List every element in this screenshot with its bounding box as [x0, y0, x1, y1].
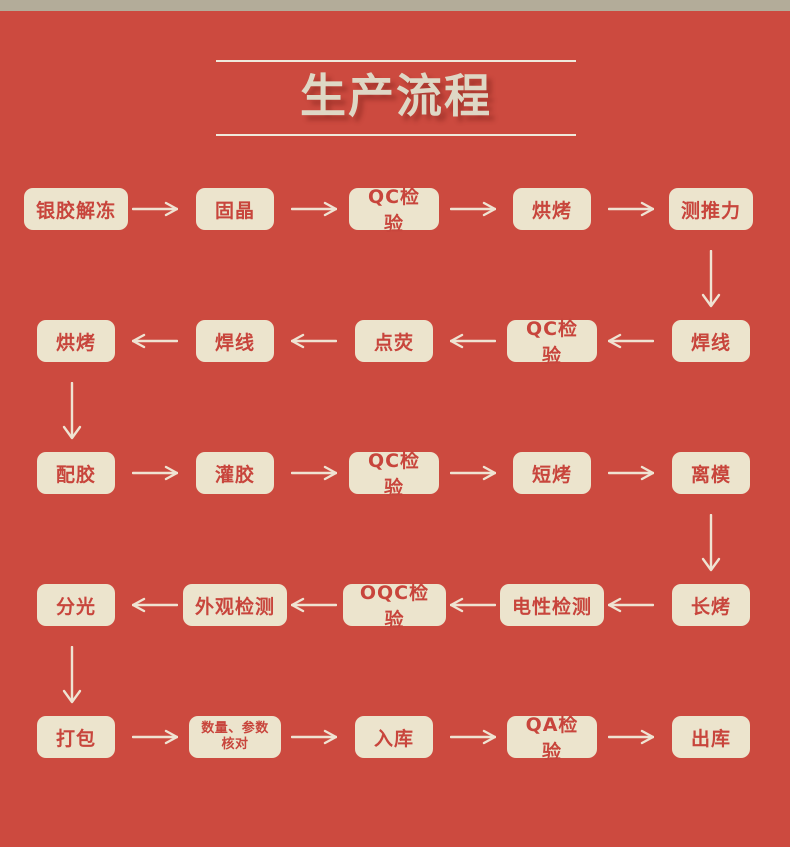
- arrow-left-icon: [450, 596, 496, 614]
- flow-node: QA检验: [507, 714, 597, 763]
- title-rule-top: [216, 60, 576, 62]
- arrow-right-icon: [450, 200, 496, 218]
- flow-row-4: 分光 外观检测 OQC检验 电性检测 长烤: [0, 582, 790, 631]
- flow-node: 出库: [672, 716, 750, 758]
- arrow-right-icon: [608, 464, 654, 482]
- page-title-block: 生产流程: [216, 60, 576, 136]
- flow-node: 入库: [355, 716, 433, 758]
- arrow-right-icon: [291, 728, 337, 746]
- flow-node: 固晶: [196, 188, 274, 230]
- flow-row-3: 配胶 灌胶 QC检验 短烤 离模: [0, 450, 790, 499]
- flow-node: 打包: [37, 716, 115, 758]
- arrow-right-icon: [291, 200, 337, 218]
- arrow-right-icon: [450, 464, 496, 482]
- flow-row-2: 烘烤 焊线 点荧 QC检验 焊线: [0, 318, 790, 367]
- arrow-right-icon: [132, 728, 178, 746]
- arrow-down-icon: [59, 382, 85, 440]
- flow-node: OQC检验: [343, 582, 446, 631]
- arrow-right-icon: [132, 200, 178, 218]
- flow-node: 长烤: [672, 584, 750, 626]
- flow-node: 短烤: [513, 452, 591, 494]
- arrow-right-icon: [291, 464, 337, 482]
- arrow-left-icon: [291, 596, 337, 614]
- flow-row-1: 银胶解冻 固晶 QC检验 烘烤 测推力: [0, 186, 790, 235]
- flow-node: 焊线: [196, 320, 274, 362]
- flow-node: QC检验: [507, 318, 597, 367]
- arrow-down-icon: [59, 646, 85, 704]
- page-title: 生产流程: [300, 69, 492, 123]
- arrow-left-icon: [608, 596, 654, 614]
- flow-node: 电性检测: [500, 584, 604, 626]
- arrow-right-icon: [608, 200, 654, 218]
- arrow-left-icon: [132, 596, 178, 614]
- top-accent-bar: [0, 0, 790, 11]
- arrow-left-icon: [132, 332, 178, 350]
- flow-node: 测推力: [669, 188, 753, 230]
- arrow-right-icon: [132, 464, 178, 482]
- flow-node: 烘烤: [37, 320, 115, 362]
- arrow-down-icon: [698, 250, 724, 308]
- flow-node: 银胶解冻: [24, 188, 128, 230]
- arrow-left-icon: [608, 332, 654, 350]
- flow-node: 焊线: [672, 320, 750, 362]
- flow-row-5: 打包 数量、参数 核对 入库 QA检验 出库: [0, 714, 790, 763]
- title-rule-bottom: [216, 133, 576, 136]
- flow-node: QC检验: [349, 186, 439, 235]
- arrow-left-icon: [291, 332, 337, 350]
- flow-node: 灌胶: [196, 452, 274, 494]
- flow-node: QC检验: [349, 450, 439, 499]
- flow-node: 烘烤: [513, 188, 591, 230]
- arrow-right-icon: [450, 728, 496, 746]
- flow-node: 分光: [37, 584, 115, 626]
- arrow-right-icon: [608, 728, 654, 746]
- arrow-left-icon: [450, 332, 496, 350]
- arrow-down-icon: [698, 514, 724, 572]
- flow-node: 数量、参数 核对: [189, 716, 281, 758]
- flow-node: 离模: [672, 452, 750, 494]
- flow-node: 外观检测: [183, 584, 287, 626]
- flow-node: 配胶: [37, 452, 115, 494]
- flow-node: 点荧: [355, 320, 433, 362]
